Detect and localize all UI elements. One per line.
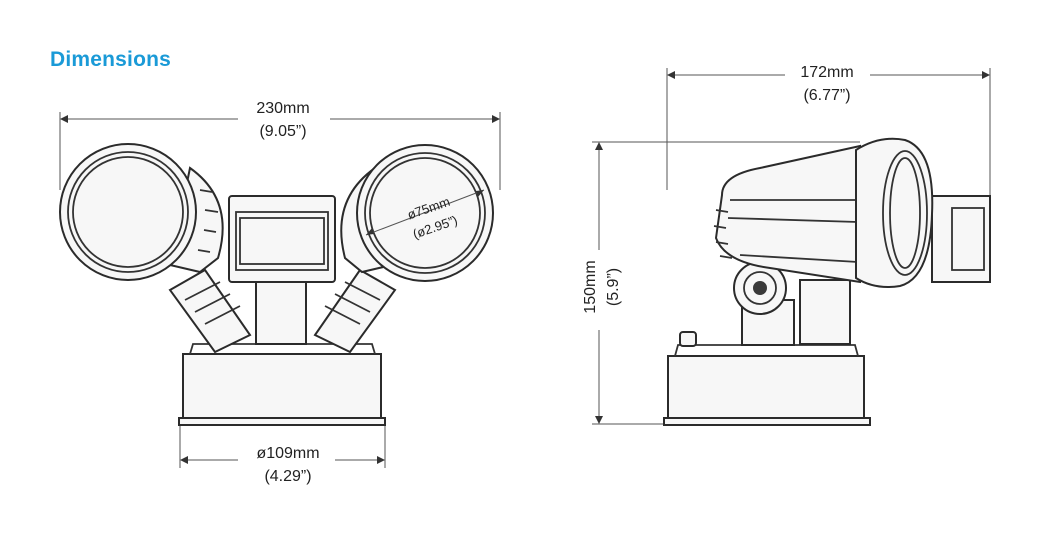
front-base-dimension: ø109mm (4.29”) <box>179 425 386 485</box>
side-depth-mm-label: 172mm <box>800 64 853 81</box>
front-base-in-label: (4.29”) <box>264 468 311 485</box>
side-lamp-body <box>713 137 934 288</box>
side-height-dimension: 150mm (5.9”) <box>582 141 860 425</box>
side-sensor <box>931 195 991 283</box>
front-left-lamp <box>59 143 224 281</box>
front-width-in-label: (9.05”) <box>259 123 306 140</box>
front-base-mm-label: ø109mm <box>256 445 319 462</box>
front-base-box <box>178 343 386 426</box>
front-right-arm <box>313 268 397 354</box>
front-width-dimension: 230mm (9.05”) <box>59 100 501 190</box>
side-height-in-label: (5.9”) <box>605 268 622 306</box>
front-sensor <box>228 195 336 345</box>
front-width-mm-label: 230mm <box>256 100 309 117</box>
front-right-lamp: ø75mm (ø2.95”) <box>340 144 494 282</box>
side-depth-in-label: (6.77”) <box>803 87 850 104</box>
front-view: 230mm (9.05”) ø109mm (4.29”) <box>59 100 501 485</box>
side-base-box <box>663 331 871 426</box>
side-height-mm-label: 150mm <box>582 260 599 313</box>
side-stem <box>733 261 851 346</box>
side-depth-dimension: 172mm (6.77”) <box>666 64 991 195</box>
side-view: 172mm (6.77”) 150mm (5.9”) <box>582 64 991 426</box>
page-title: Dimensions <box>50 48 172 71</box>
front-left-arm <box>168 268 252 354</box>
